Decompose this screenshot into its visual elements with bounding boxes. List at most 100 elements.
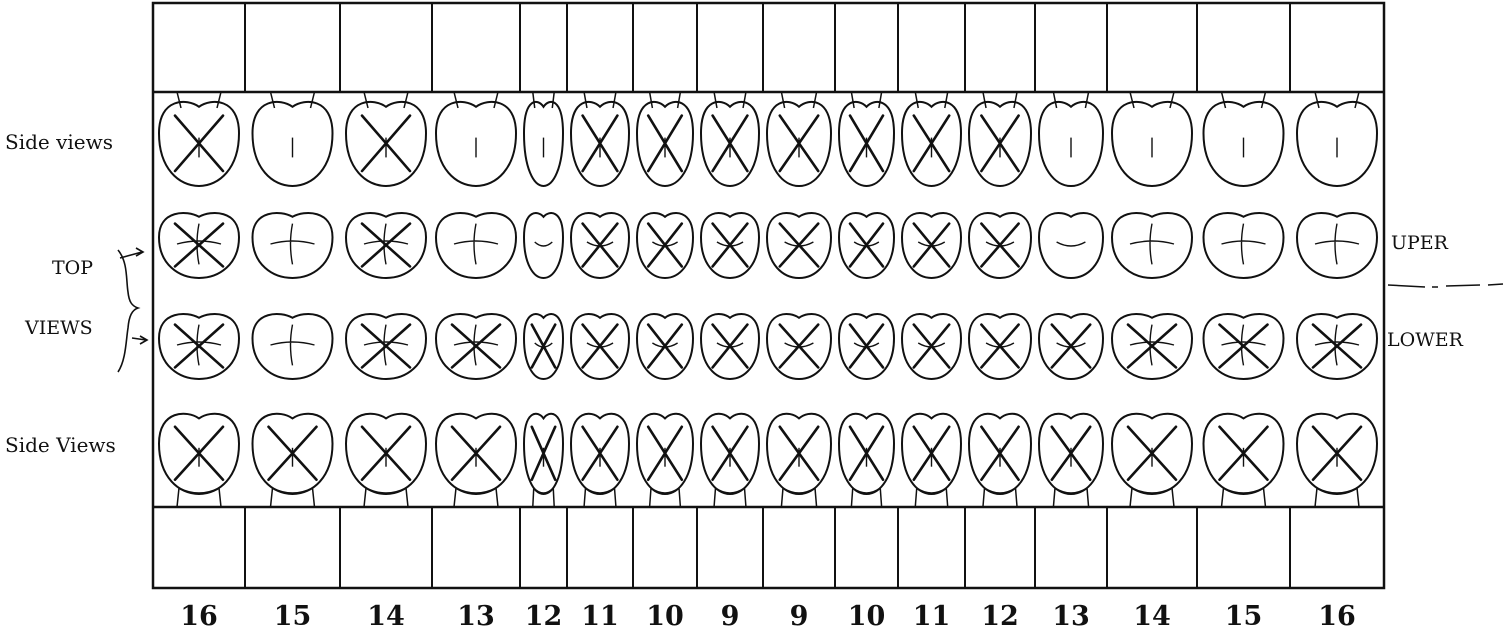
upper-side-tooth [637, 102, 693, 186]
extraction-mark-icon [648, 325, 682, 368]
lower-side-tooth [902, 414, 961, 494]
upper-side-tooth [524, 102, 563, 186]
upper-side-tooth [767, 102, 831, 186]
upper-top-tooth [701, 213, 759, 278]
upper-top-tooth [524, 213, 563, 278]
tooth-number: 10 [848, 601, 886, 632]
extraction-mark-icon [1313, 427, 1361, 480]
tooth-number: 11 [581, 601, 619, 632]
lower-top-tooth [839, 314, 894, 379]
upper-top-tooth [1112, 213, 1192, 278]
tooth-number: 9 [790, 601, 809, 632]
tooth-number: 10 [646, 601, 684, 632]
extraction-mark-icon [583, 116, 618, 171]
lower-side-tooth [637, 414, 693, 494]
extraction-mark-icon [648, 116, 682, 171]
lower-top-tooth [1039, 314, 1103, 379]
extraction-mark-icon [713, 325, 748, 368]
lower-top-tooth [1112, 314, 1192, 379]
extraction-mark-icon [780, 116, 818, 171]
lower-top-tooth [346, 314, 426, 379]
lower-top-tooth [253, 314, 333, 379]
lower-top-tooth [159, 314, 239, 379]
extraction-mark-icon [914, 116, 949, 171]
extraction-mark-icon [648, 224, 682, 267]
views-label: VIEWS [24, 317, 93, 339]
extraction-mark-icon [1052, 427, 1090, 480]
lower-side-tooth [767, 414, 831, 494]
extraction-mark-icon [175, 325, 223, 368]
tooth-number: 15 [1225, 601, 1263, 632]
brace-icon [118, 248, 147, 372]
upper-top-tooth [346, 213, 426, 278]
tooth-number: 16 [180, 601, 218, 632]
lower-side-tooth [1039, 414, 1103, 494]
extraction-mark-icon [713, 224, 748, 267]
lower-number-boxes [245, 507, 1290, 588]
upper-side-tooth [1297, 102, 1377, 186]
extraction-mark-icon [583, 325, 618, 368]
lower-top-tooth [571, 314, 629, 379]
lower-side-tooth [701, 414, 759, 494]
upper-side-tooth [159, 102, 239, 186]
lower-side-tooth [436, 414, 516, 494]
upper-side-tooth [1112, 102, 1192, 186]
upper-side-tooth [571, 102, 629, 186]
teeth-diagram [159, 92, 1377, 507]
extraction-mark-icon [780, 325, 818, 368]
top-label: TOP [52, 257, 93, 279]
upper-label: UPER [1391, 232, 1449, 254]
tooth-number: 13 [1052, 601, 1090, 632]
upper-top-tooth [902, 213, 961, 278]
tooth-number: 14 [367, 601, 405, 632]
tooth-number: 13 [457, 601, 495, 632]
extraction-mark-icon [713, 427, 748, 480]
lower-side-tooth [346, 414, 426, 494]
lower-top-tooth [436, 314, 516, 379]
tooth-number: 15 [274, 601, 312, 632]
extraction-mark-icon [362, 116, 410, 171]
extraction-mark-icon [362, 427, 410, 480]
lower-top-tooth [969, 314, 1031, 379]
lower-top-tooth [767, 314, 831, 379]
upper-side-tooth [902, 102, 961, 186]
upper-top-tooth [969, 213, 1031, 278]
extraction-mark-icon [452, 427, 500, 480]
extraction-mark-icon [1128, 427, 1176, 480]
extraction-mark-icon [914, 427, 949, 480]
extraction-mark-icon [981, 224, 1018, 267]
lower-side-tooth [1112, 414, 1192, 494]
tooth-number: 9 [721, 601, 740, 632]
lower-top-tooth [902, 314, 961, 379]
upper-top-tooth [571, 213, 629, 278]
divider-line [1388, 284, 1503, 287]
upper-side-tooth [1204, 102, 1284, 186]
upper-top-tooth [436, 213, 516, 278]
upper-side-tooth [253, 102, 333, 186]
tooth-numbers: 161514131211109910111213141516 [180, 601, 1356, 632]
upper-top-tooth [1297, 213, 1377, 278]
extraction-mark-icon [583, 224, 618, 267]
extraction-mark-icon [713, 116, 748, 171]
upper-side-tooth [839, 102, 894, 186]
tooth-number: 16 [1318, 601, 1356, 632]
lower-side-tooth [839, 414, 894, 494]
extraction-mark-icon [1313, 325, 1361, 368]
extraction-mark-icon [780, 427, 818, 480]
chart-frame [153, 3, 1384, 588]
extraction-mark-icon [1220, 427, 1268, 480]
lower-side-tooth [524, 414, 563, 494]
extraction-mark-icon [175, 116, 223, 171]
extraction-mark-icon [850, 116, 883, 171]
upper-number-boxes [245, 3, 1290, 92]
extraction-mark-icon [175, 427, 223, 480]
upper-top-tooth [159, 213, 239, 278]
extraction-mark-icon [1220, 325, 1268, 368]
lower-side-tooth [969, 414, 1031, 494]
extraction-mark-icon [981, 116, 1018, 171]
extraction-mark-icon [175, 224, 223, 267]
extraction-mark-icon [850, 224, 883, 267]
lower-side-tooth [571, 414, 629, 494]
lower-side-tooth [1204, 414, 1284, 494]
